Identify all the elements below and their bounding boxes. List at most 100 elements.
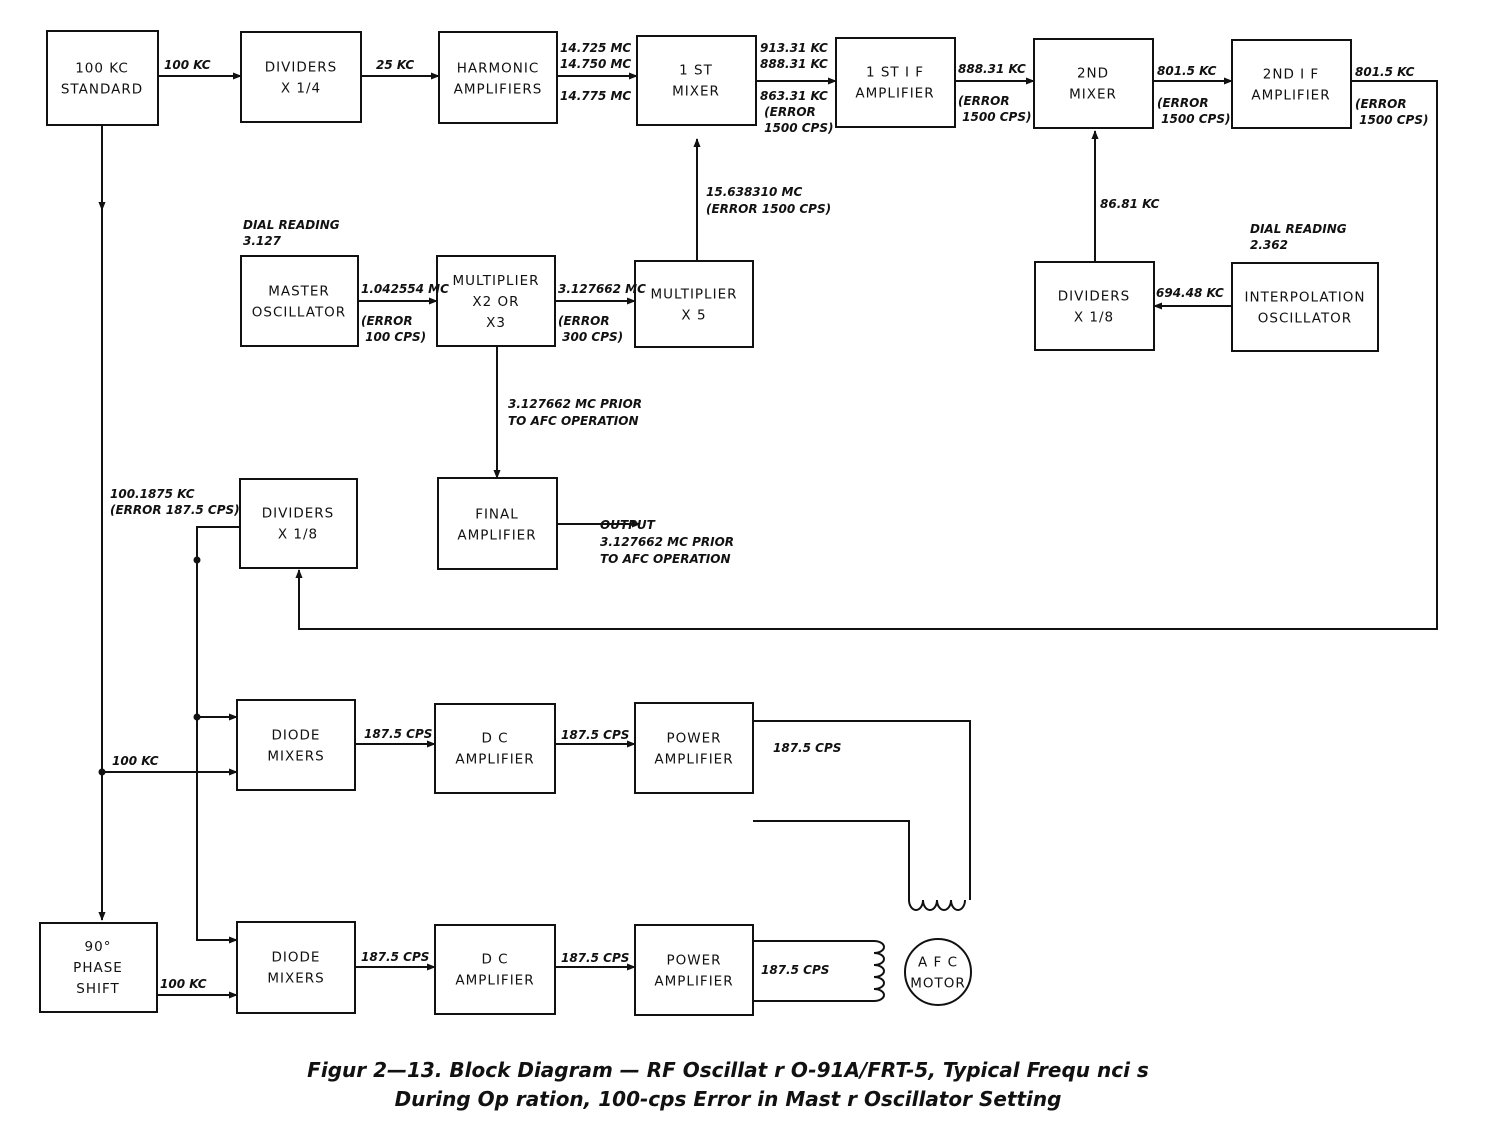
text-line: MIXERS [267,971,324,987]
label-mix2-out: 801.5 KC(ERROR 1500 CPS) [1157,64,1230,126]
text-line: 863.31 KC [760,89,828,103]
text-line: 2ND [1077,66,1109,82]
text-line: MOTOR [910,976,966,992]
text-line: 86.81 KC [1100,197,1160,211]
text-line: TO AFC OPERATION [508,414,639,428]
text-line: 3.127 [243,234,282,248]
text-line: AMPLIFIERS [454,82,543,98]
label-mosc-out: 1.042554 MC(ERROR 100 CPS) [361,282,449,344]
block-final-label: FINAL AMPLIFIER [457,507,536,544]
afc-motor: A F C MOTOR [904,938,972,1006]
junction-dot [193,556,201,564]
text-line: 90° [85,939,112,955]
text-line: OSCILLATOR [252,305,346,321]
text-line: DIAL READING [243,218,340,232]
text-line: (ERROR 187.5 CPS) [110,503,240,517]
text-line: POWER [666,731,721,747]
text-line: 14.725 MC [560,41,631,55]
block-mix2-label: 2ND MIXER [1069,66,1117,103]
text-line: 2.362 [1250,238,1288,252]
text-line: (ERROR [958,94,1010,108]
block-mix1: 1 ST MIXER [636,35,757,126]
text-line: X3 [486,315,506,331]
block-mosc-label: MASTER OSCILLATOR [252,284,346,321]
text-line: SHIFT [76,981,119,997]
text-line: DIODE [272,728,321,744]
text-line: X 1/8 [278,527,318,543]
label-mult23-out: 3.127662 MC(ERROR 300 CPS) [558,282,646,344]
text-line: AMPLIFIER [455,973,534,989]
text-line: A F C [918,955,958,971]
text-line: 1500 CPS) [760,121,833,135]
text-line: POWER [666,953,721,969]
wire-pwr1-to-winding [753,720,971,900]
text-line: 1 ST [679,63,713,79]
label-if1-out: 888.31 KC(ERROR 1500 CPS) [958,62,1031,124]
block-diode2: DIODE MIXERS [236,921,356,1014]
label-mult5-out: 15.638310 MC(ERROR 1500 CPS) [706,185,831,216]
text-line: (ERROR 1500 CPS) [706,202,831,216]
text-line: AMPLIFIER [855,86,934,102]
text-line: 3.127662 MC PRIOR [508,397,642,411]
text-line: MIXER [1069,87,1117,103]
text-line: X 1/8 [1074,310,1114,326]
text-line: (ERROR [1355,97,1407,111]
block-diode2-label: DIODE MIXERS [267,950,324,987]
text-line: MIXER [672,84,720,100]
text-line: During Op ration, 100-cps Error in Mast … [395,1087,1062,1111]
text-line: MULTIPLIER [651,287,738,303]
label-if2-out: 801.5 KC(ERROR 1500 CPS) [1355,65,1428,127]
label-ref-100kc-2: 100 KC [160,977,207,991]
text-line: X 1/4 [281,81,321,97]
text-line: FINAL [475,507,519,523]
text-line: 888.31 KC [760,57,828,71]
text-line: Figur 2—13. Block Diagram — RF Oscillat … [307,1058,1149,1082]
block-mosc: MASTER OSCILLATOR [240,255,359,347]
label-diode1-out: 187.5 CPS [364,727,432,741]
text-line: AMPLIFIER [654,752,733,768]
text-line: 187.5 CPS [361,950,429,964]
text-line: 187.5 CPS [561,951,629,965]
text-line: MASTER [268,284,330,300]
text-line: OSCILLATOR [1258,311,1352,327]
text-line: X2 OR [472,294,519,310]
label-prior-afc: 3.127662 MC PRIOR TO AFC OPERATION [508,397,642,428]
text-line: 187.5 CPS [761,963,829,977]
text-line: 187.5 CPS [561,728,629,742]
text-line: AMPLIFIER [457,528,536,544]
text-line: 100 KC [160,977,207,991]
text-line: (ERROR [1157,96,1209,110]
text-line: 1.042554 MC [361,282,449,296]
text-line: DIODE [272,950,321,966]
text-line: OUTPUT [600,518,656,532]
block-pwr1-label: POWER AMPLIFIER [654,731,733,768]
text-line: 801.5 KC [1355,65,1415,79]
afc-motor-label: A F C MOTOR [910,955,966,992]
text-line: AMPLIFIER [455,752,534,768]
wire-if2-feedback-to-div8a [295,80,1438,630]
